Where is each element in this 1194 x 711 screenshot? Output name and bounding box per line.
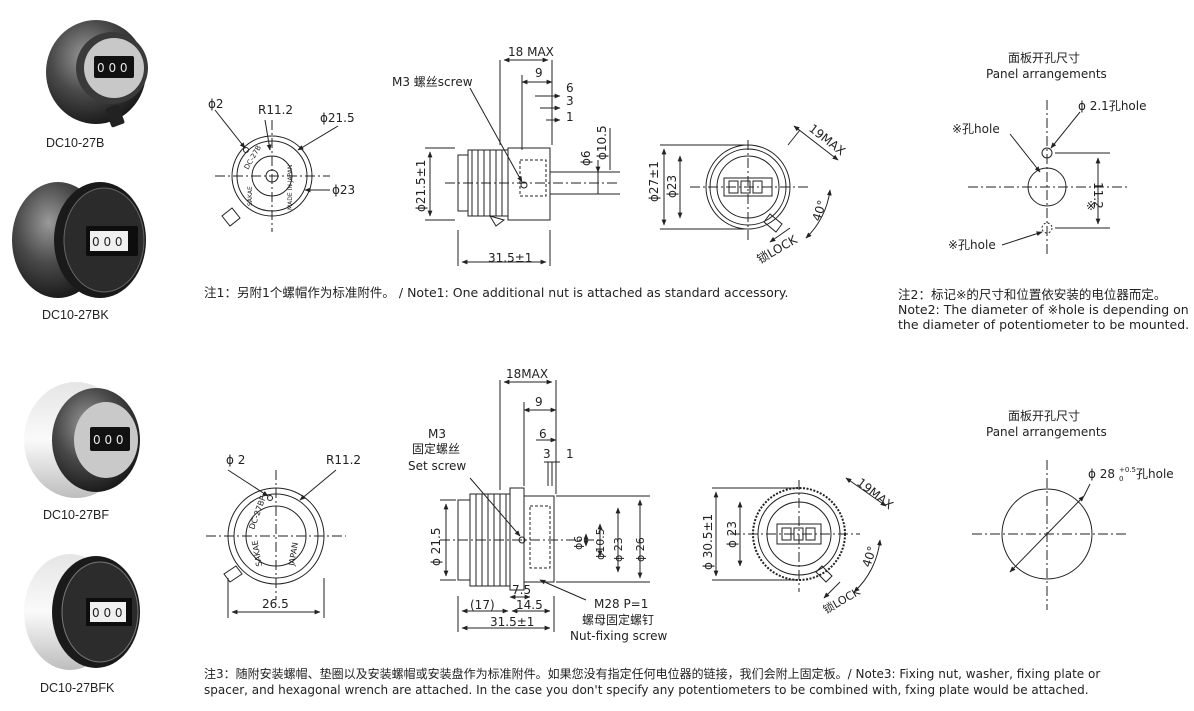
top-side-view [425,57,620,266]
bottom-side-d9: 9 [535,395,543,409]
top-panel-title-en: Panel arrangements [986,67,1107,81]
top-side-max18: 18 MAX [508,45,554,59]
top-front-phi2: ϕ2 [208,97,224,111]
top-front-origin: MADE IN JAPAN [287,165,294,210]
bottom-side-d145: 14.5 [516,598,543,612]
note-2-line-2: Note2: The diameter of ※hole is dependin… [898,302,1189,317]
note-3-line-1: 注3：随附安装螺帽、垫圈以及安装螺帽或安装盘作为标准附件。如果您没有指定任何电位… [204,667,1101,681]
top-rear-view [660,125,839,243]
top-panel-markhole: ※孔hole [952,122,1000,136]
top-front-brand: SAKAE [247,186,254,206]
dial-digits: 0 0 0 [93,433,124,447]
top-panel-title-cn: 面板开孔尺寸 [1008,51,1080,65]
bottom-side-phi26: ϕ 26 [634,537,647,562]
top-side-d3: 3 [566,94,574,108]
bottom-side-max18: 18MAX [506,367,548,381]
dial-digits: 0 0 0 [92,606,123,620]
top-side-phi215: ϕ21.5±1 [414,160,428,212]
bottom-side-nut-en: Nut-fixing screw [570,629,668,643]
top-side-d6: 6 [566,81,574,95]
bottom-panel-tol: +0.5 [1119,466,1136,474]
model-label: DC10-27BK [42,308,109,322]
bottom-rear-phi23: ϕ 23 [725,521,739,548]
bottom-side-phi6: ϕ6 [572,536,585,550]
bottom-front-brand: SAKAE [251,540,264,568]
note-1: 注1：另附1个螺帽作为标准附件。 / Note1: One additional… [204,285,789,300]
note-3-line-2: spacer, and hexagonal wrench are attache… [204,683,1089,697]
bottom-front-r112: R11.2 [326,453,361,467]
bottom-side-d3: 3 [543,447,551,461]
model-label: DC10-27B [46,136,105,150]
bottom-side-nut-cn: 螺母固定螺钉 [582,612,654,627]
top-side-len315: 31.5±1 [488,251,532,265]
note-2-line-3: the diameter of potentiometer to be moun… [898,317,1190,332]
dial-digits: 0 0 0 [92,235,123,249]
top-side-d1: 1 [566,110,574,124]
dial-digits: 0 0 0 [97,61,128,75]
bottom-side-phi23: ϕ 23 [612,537,625,562]
photo-dc10-27b: 0 0 0 [46,20,148,128]
photo-dc10-27bk: 0 0 0 [12,182,146,298]
top-side-d9: 9 [535,66,543,80]
bottom-panel-hole28: ϕ 28 [1088,467,1115,481]
bottom-panel-tol0: 0 [1119,475,1123,483]
bottom-side-m28: M28 P=1 [594,597,648,611]
note-2-line-1: 注2：标记※的尺寸和位置依安装的电位器而定。 [898,287,1167,302]
bottom-side-d1: 1 [566,447,574,461]
bottom-front-view [206,469,346,618]
bottom-side-d75: 7.5 [512,583,531,597]
top-panel-mark: ※ [1086,199,1096,213]
bottom-rear-lock: 锁LOCK [821,584,864,617]
top-front-phi23: ϕ23 [332,183,355,197]
bottom-rear-view [712,477,887,599]
bottom-panel-hole-suffix: 孔hole [1136,467,1174,481]
photo-dc10-27bfk: 0 0 0 [24,554,140,670]
bottom-side-set-cn: 固定螺丝 [412,441,460,456]
bottom-side-phi215: ϕ 21.5 [429,528,443,566]
top-rear-deg40: 40° [810,198,830,223]
bottom-side-len315: 31.5±1 [490,615,534,629]
top-rear-phi27: ϕ27±1 [647,161,661,202]
top-rear-phi23: ϕ23 [665,175,679,198]
top-side-phi6: ϕ6 [579,150,593,166]
bottom-front-w265: 26.5 [262,597,289,611]
bottom-front-phi2: ϕ 2 [226,453,245,467]
bottom-rear-phi305: ϕ 30.5±1 [701,514,715,570]
top-front-view [214,109,339,232]
bottom-side-phi105: ϕ10.5 [594,528,607,560]
top-panel-dim112: 11.2 [1091,182,1105,209]
bottom-side-view [440,379,650,632]
bottom-panel-title-cn: 面板开孔尺寸 [1008,409,1080,423]
bottom-side-set-en: Set screw [408,459,466,473]
bottom-panel-view [972,460,1126,610]
bottom-side-d6: 6 [539,427,547,441]
model-label: DC10-27BF [43,508,109,522]
top-front-phi215: ϕ21.5 [320,111,355,125]
bottom-rear-deg40: 40° [860,544,880,569]
bottom-front-origin: JAPAN [287,542,300,568]
bottom-side-m3: M3 [428,427,446,441]
top-panel-hole21: ϕ 2.1孔hole [1078,99,1146,113]
top-front-r112: R11.2 [258,103,293,117]
top-panel-view [968,100,1130,255]
top-panel-markhole-bottom: ※孔hole [948,238,996,252]
bottom-side-d17: (17) [470,598,495,612]
top-side-screw: M3 螺丝screw [392,75,473,89]
bottom-rear-max19: 19MAX [854,475,896,512]
top-side-phi105: ϕ10.5 [595,125,609,160]
bottom-panel-title-en: Panel arrangements [986,425,1107,439]
photo-dc10-27bf: 0 0 0 [24,382,140,498]
model-label: DC10-27BFK [40,681,115,695]
bottom-front-face-text: DC-27BF [247,494,268,530]
